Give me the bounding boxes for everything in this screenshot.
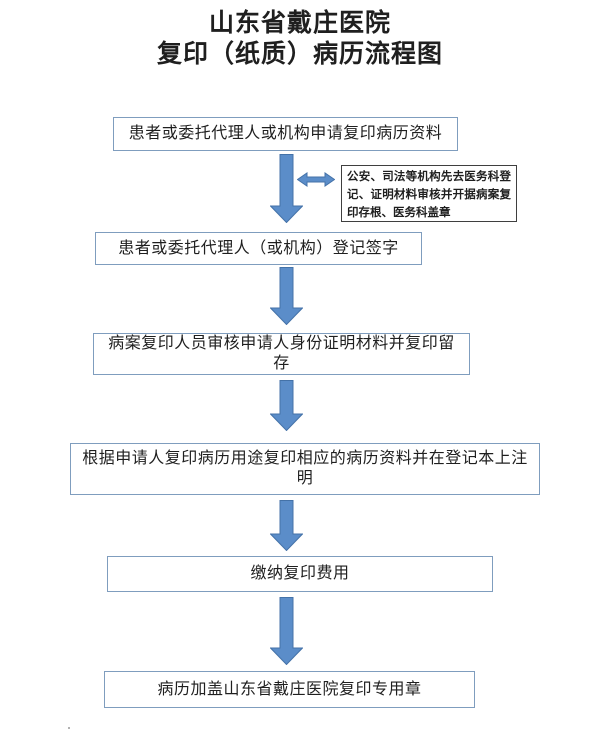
page-title-line1: 山东省戴庄医院 <box>208 10 391 37</box>
down-arrow-icon <box>270 380 303 431</box>
flow-step-label: 根据申请人复印病历用途复印相应的病历资料并在登记本上注明 <box>82 450 528 487</box>
down-arrow-icon <box>270 597 303 665</box>
flow-step-register-sign: 患者或委托代理人（或机构）登记签字 <box>95 232 422 265</box>
flow-step-label: 患者或委托代理人或机构申请复印病历资料 <box>128 125 443 142</box>
flow-step-label: 患者或委托代理人（或机构）登记签字 <box>118 239 399 257</box>
flow-step-verify-identity: 病案复印人员审核申请人身份证明材料并复印留存 <box>93 333 470 375</box>
down-arrow-icon <box>270 267 303 325</box>
flow-step-copy-records: 根据申请人复印病历用途复印相应的病历资料并在登记本上注明 <box>70 443 540 495</box>
side-note-box: 公安、司法等机构先去医务科登记、证明材料审核并开据病案复印存根、医务科盖章 <box>341 165 517 222</box>
stray-dot <box>68 727 70 729</box>
page-title: 山东省戴庄医院 复印（纸质）病历流程图 <box>0 8 600 70</box>
flow-step-label: 缴纳复印费用 <box>250 565 350 582</box>
flow-step-stamp-seal: 病历加盖山东省戴庄医院复印专用章 <box>104 671 475 708</box>
page-title-line2: 复印（纸质）病历流程图 <box>156 41 443 68</box>
side-note-label: 公安、司法等机构先去医务科登记、证明材料审核并开据病案复印存根、医务科盖章 <box>347 171 511 219</box>
flow-step-pay-fee: 缴纳复印费用 <box>107 556 493 592</box>
flow-step-label: 病历加盖山东省戴庄医院复印专用章 <box>157 680 422 698</box>
down-arrow-icon <box>270 154 303 223</box>
down-arrow-icon <box>270 500 303 551</box>
double-arrow-icon <box>297 172 335 187</box>
flow-step-apply: 患者或委托代理人或机构申请复印病历资料 <box>113 117 458 151</box>
flow-step-label: 病案复印人员审核申请人身份证明材料并复印留存 <box>108 335 455 372</box>
